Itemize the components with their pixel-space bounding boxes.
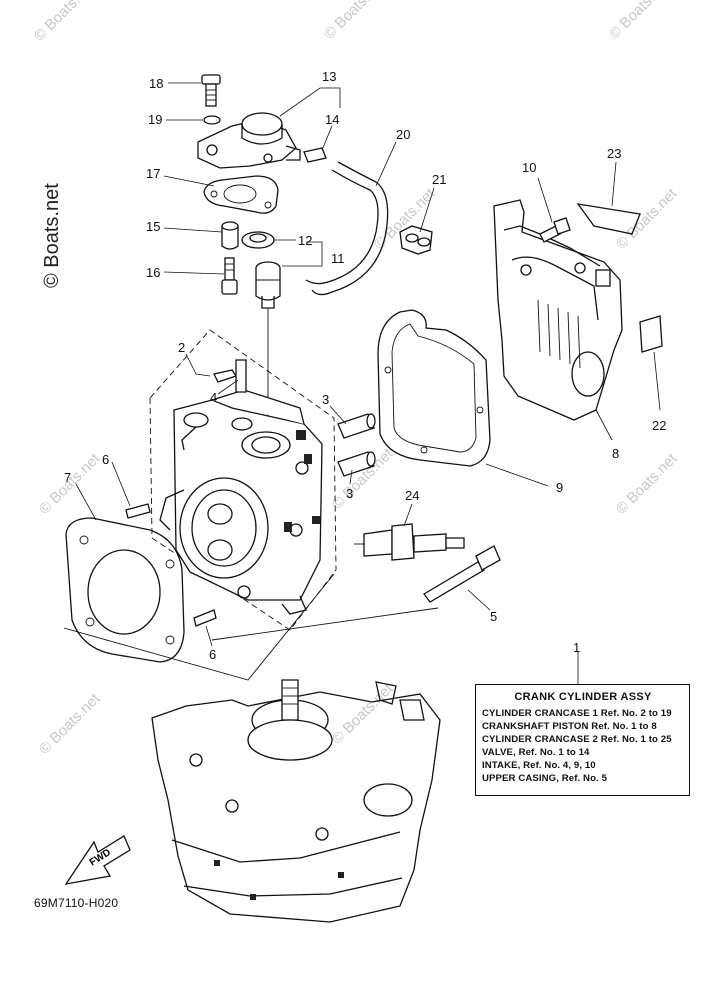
part-18-bolt (201, 74, 221, 107)
part-3-plug-upper (337, 413, 376, 439)
callout-20: 20 (396, 127, 410, 142)
callout-2: 2 (178, 340, 185, 355)
part-5-bolt (423, 545, 501, 603)
part-10-screw (539, 217, 571, 243)
watermark-tile: © Boats.net (613, 185, 681, 253)
watermark-tile: © Boats.net (613, 450, 681, 518)
callout-7: 7 (64, 470, 71, 485)
callout-23: 23 (607, 146, 621, 161)
callout-5: 5 (490, 609, 497, 624)
callout-18: 18 (149, 76, 163, 91)
callout-15: 15 (146, 219, 160, 234)
part-20-hose-edge (305, 169, 379, 285)
part-13-thermostat-cover (197, 112, 301, 169)
fwd-arrow: FWD (64, 835, 131, 885)
crankcase-body (63, 573, 441, 923)
watermark-tile: © Boats.net (31, 0, 99, 45)
part-17-gasket (203, 175, 279, 214)
callout-1: 1 (573, 640, 580, 655)
part-19-washer (203, 115, 221, 125)
part-20-hose (311, 161, 389, 296)
assy-row: VALVE, Ref. No. 1 to 14 (482, 747, 590, 758)
callout-17: 17 (146, 166, 160, 181)
part-9-intake-gasket (377, 309, 491, 467)
leader-lines (75, 82, 661, 684)
part-7-head-gasket (65, 517, 185, 663)
watermark-tile: © Boats.net (606, 0, 674, 43)
part-16-bolt (221, 257, 238, 295)
part-12-seal (241, 231, 275, 249)
callout-8: 8 (612, 446, 619, 461)
assy-row: CYLINDER CRANCASE 2 Ref. No. 1 to 25 (482, 734, 672, 745)
part-21-clip (399, 225, 433, 255)
crank-cylinder-assy-table: CRANK CYLINDER ASSY CYLINDER CRANCASE 1 … (475, 684, 690, 796)
assy-row: CRANKSHAFT PISTON Ref. No. 1 to 8 (482, 721, 657, 732)
part-24-spark-plug (354, 523, 465, 561)
part-8-intake-manifold (493, 199, 623, 421)
part-6-dowel-lower (193, 609, 217, 627)
callout-10: 10 (522, 160, 536, 175)
part-23-label (576, 203, 641, 235)
callout-6b: 6 (209, 647, 216, 662)
callout-3a: 3 (322, 392, 329, 407)
watermark-tile: © Boats.net (321, 0, 389, 43)
side-watermark: © Boats.net (41, 183, 63, 288)
callout-4: 4 (210, 390, 217, 405)
callout-14: 14 (325, 112, 339, 127)
callout-11: 11 (331, 251, 345, 266)
callout-6a: 6 (102, 452, 109, 467)
part-4-fitting (213, 359, 247, 393)
callout-12: 12 (298, 233, 312, 248)
callout-21: 21 (432, 172, 446, 187)
callout-22: 22 (652, 418, 666, 433)
diagram-code: 69M7110-H020 (34, 896, 119, 910)
part-15-collar (221, 221, 239, 250)
callout-3b: 3 (346, 486, 353, 501)
part-22-sticker (639, 315, 663, 353)
part-14-nipple (303, 147, 327, 163)
assy-title: CRANK CYLINDER ASSY (514, 691, 652, 703)
callout-16: 16 (146, 265, 160, 280)
part-6-dowel-upper (125, 503, 151, 519)
callout-9: 9 (556, 480, 563, 495)
assy-row: CYLINDER CRANCASE 1 Ref. No. 2 to 19 (482, 708, 672, 719)
part-2-cylinder-head (149, 329, 337, 631)
callouts: 18 19 13 14 20 17 15 12 11 16 21 10 23 2… (64, 69, 666, 662)
watermark-tile: © Boats.net (36, 690, 104, 758)
assy-row: INTAKE, Ref. No. 4, 9, 10 (482, 760, 596, 771)
watermark-tile: © Boats.net (329, 680, 397, 748)
assy-row: UPPER CASING, Ref. No. 5 (482, 773, 608, 784)
part-11-thermostat (255, 261, 281, 430)
callout-24: 24 (405, 488, 419, 503)
callout-13: 13 (322, 69, 336, 84)
part-3-plug-lower (337, 451, 376, 477)
callout-19: 19 (148, 112, 162, 127)
